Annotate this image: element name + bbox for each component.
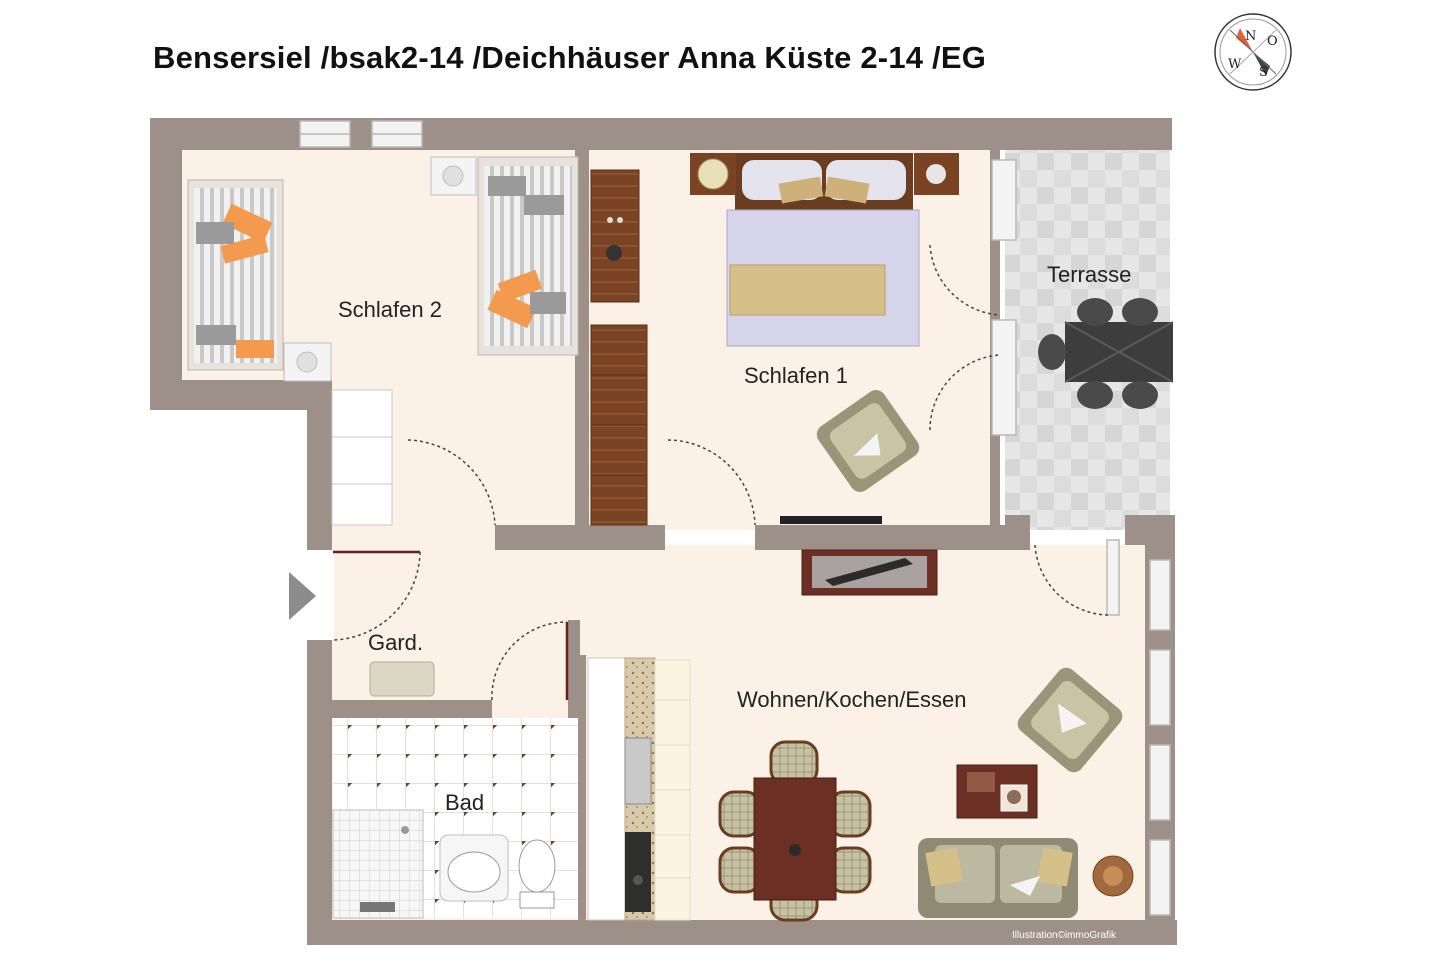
plan-title: Bensersiel /bsak2-14 /Deichhäuser Anna K… [153,40,987,75]
double-bed [726,153,920,347]
nightstands-bed1 [690,153,959,195]
kitchen-counter [587,657,691,921]
bed-right [477,156,579,356]
entrance-arrow-icon [289,572,316,620]
room-label-schlafen1: Schlafen 1 [744,363,848,388]
bath-fixtures [332,809,556,919]
dining-set [718,740,872,922]
compass-o: O [1267,34,1278,49]
windows [299,120,1171,916]
door-swings [332,244,1109,701]
tv-sideboard [801,549,938,596]
nightstand-lamps [283,156,477,382]
room-label-terrasse: Terrasse [1047,262,1131,287]
desk-cabinet [590,169,640,303]
compass-n: N [1245,29,1256,44]
wardrobe-wood [590,324,648,526]
room-label-garderobe: Gard. [368,630,423,655]
shower-floor [333,810,423,918]
wardrobe-left [331,389,393,526]
compass-icon: N O S W [1214,13,1292,91]
sofa [918,838,1078,918]
door-leaves [333,550,569,700]
compass-s: S [1259,65,1268,80]
illustration-credit: Illustration©immoGrafik [1012,930,1117,941]
tv-bedroom [780,516,882,524]
bed-left [187,179,284,371]
armchair-bedroom [816,390,920,492]
armchair-living [1017,667,1123,773]
terrace-table [1038,298,1174,409]
side-table-round [1092,855,1134,897]
wardrobe-bench [369,661,435,697]
room-label-schlafen2: Schlafen 2 [338,297,442,322]
coffee-table [956,764,1038,819]
room-label-wohnen: Wohnen/Kochen/Essen [737,687,967,712]
compass-w: W [1228,57,1242,72]
room-label-bad: Bad [445,790,484,815]
